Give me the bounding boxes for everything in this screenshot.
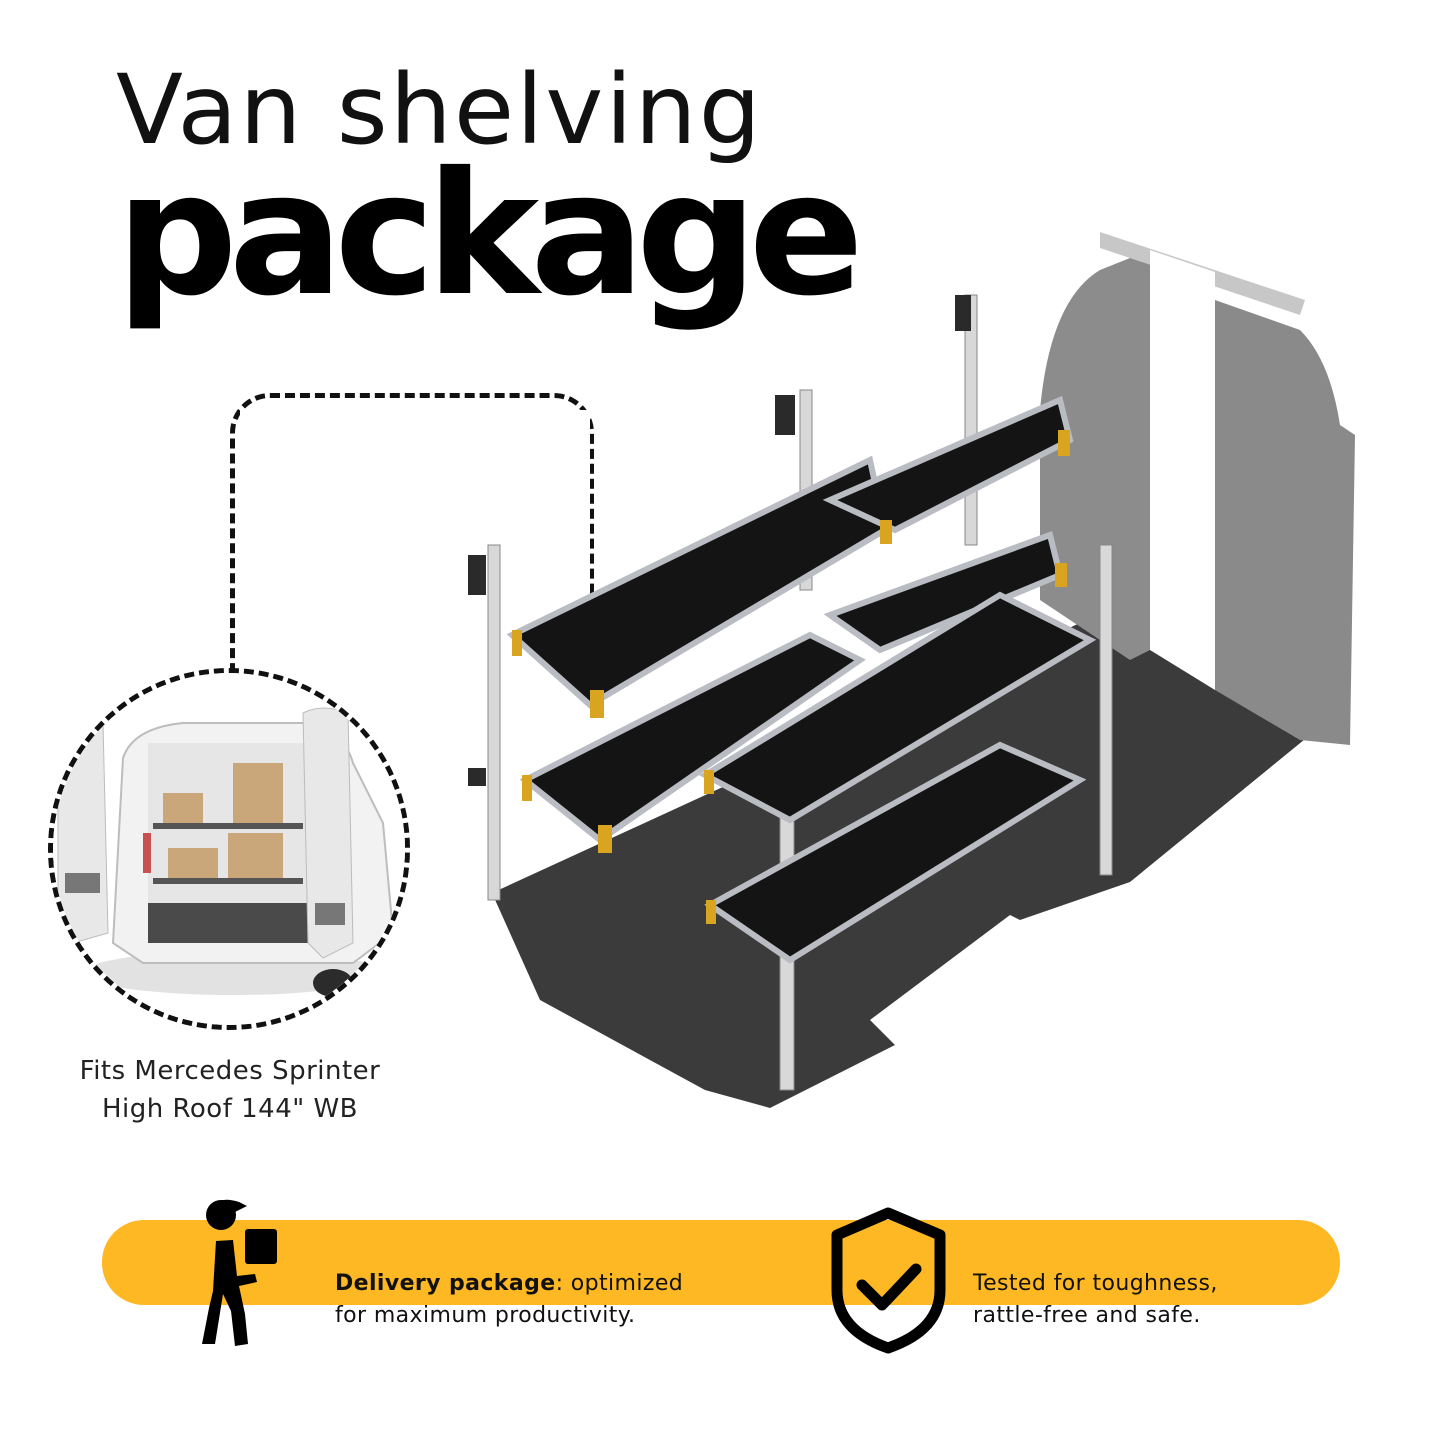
fit-caption: Fits Mercedes Sprinter High Roof 144" WB (30, 1052, 430, 1128)
feature-delivery-text: Delivery package: optimized for maximum … (335, 1268, 683, 1332)
page-title-line1: Van shelving (116, 54, 763, 166)
shelf-front-bottom (704, 741, 1087, 964)
feature-tested-line1: Tested for toughness, (973, 1271, 1218, 1296)
shelf-front-top (698, 591, 1097, 824)
feature-delivery-line2: for maximum productivity. (335, 1303, 636, 1328)
caption-line2: High Roof 144" WB (101, 1094, 359, 1124)
feature-banner (102, 1220, 1340, 1305)
shelf-lower-left (519, 631, 866, 844)
van-rear-illustration (53, 673, 405, 1025)
caption-line1: Fits Mercedes Sprinter (79, 1056, 381, 1086)
feature-tested-text: Tested for toughness, rattle-free and sa… (973, 1268, 1218, 1332)
partition-wall (1040, 250, 1150, 660)
feature-delivery-bold: Delivery package (335, 1271, 556, 1296)
shield-check-icon (831, 1207, 946, 1354)
dashed-connector-line (230, 393, 594, 673)
inset-van-photo (48, 668, 410, 1030)
page-title-line2: package (116, 136, 864, 334)
delivery-person-icon (202, 1199, 277, 1346)
feature-tested-line2: rattle-free and safe. (973, 1303, 1201, 1328)
